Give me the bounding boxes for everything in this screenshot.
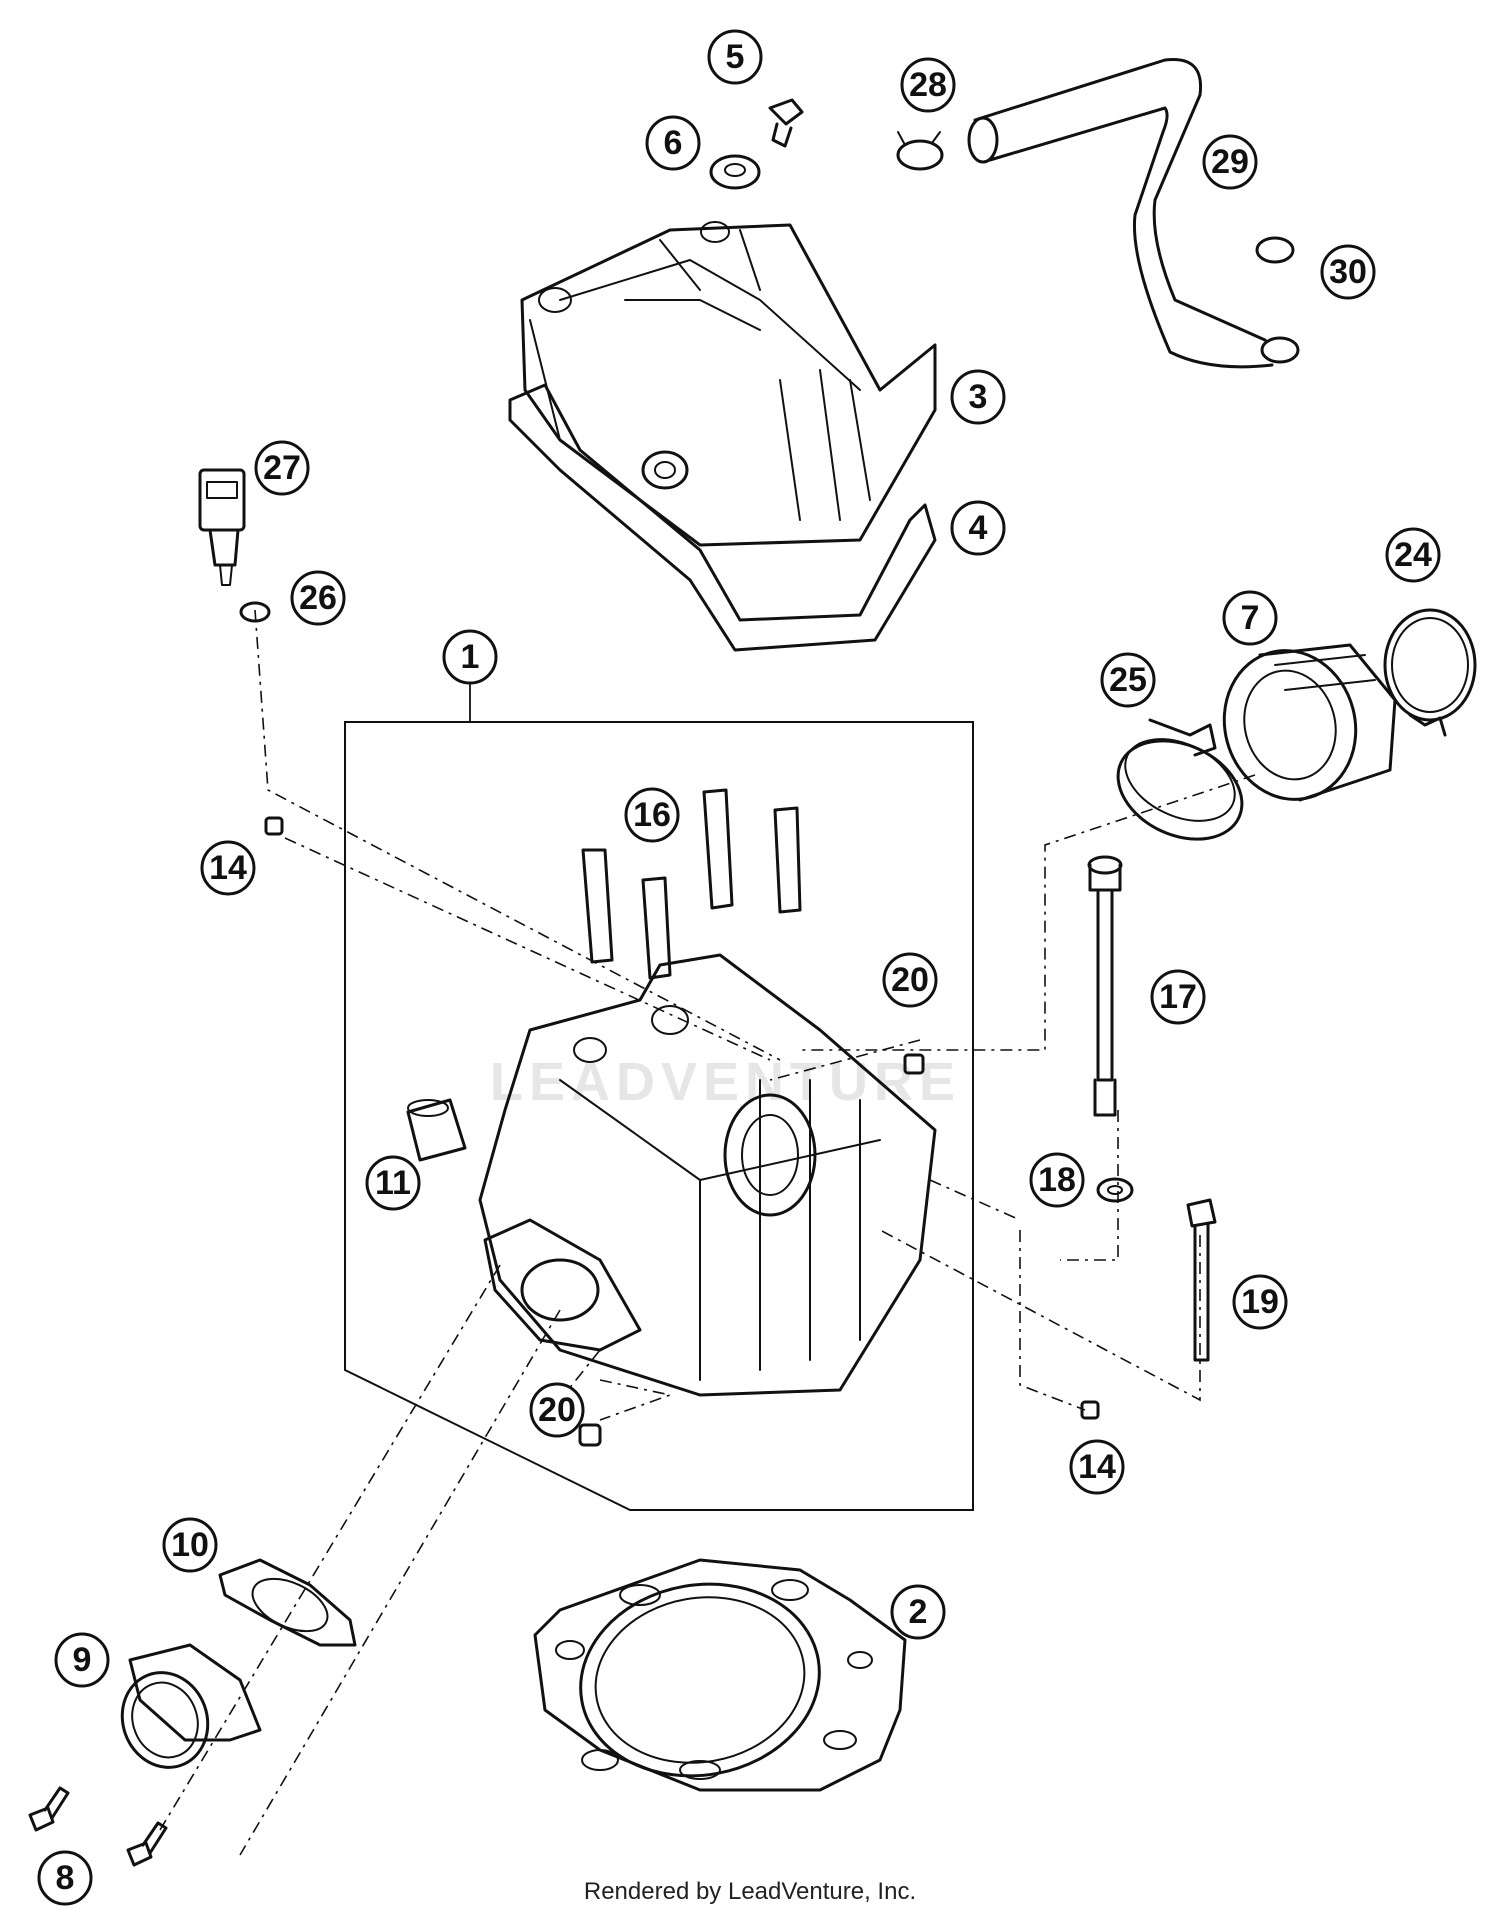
svg-text:18: 18	[1038, 1161, 1076, 1199]
callout-25[interactable]: 25	[1100, 652, 1156, 708]
svg-text:20: 20	[538, 1391, 576, 1429]
part-20-plug-lower	[578, 1423, 602, 1447]
callout-9[interactable]: 9	[54, 1632, 110, 1688]
part-6-seal-washer	[709, 154, 761, 190]
svg-text:9: 9	[73, 1641, 92, 1679]
part-14-plug-upper	[264, 816, 284, 836]
part-5-bolt	[768, 98, 804, 148]
watermark-text: LEADVENTURE	[490, 1052, 961, 1112]
callout-2[interactable]: 2	[890, 1584, 946, 1640]
callout-1[interactable]: 1	[442, 629, 498, 685]
svg-text:7: 7	[1241, 599, 1260, 637]
svg-text:24: 24	[1394, 536, 1432, 574]
svg-text:19: 19	[1241, 1283, 1279, 1321]
callout-5[interactable]: 5	[707, 29, 763, 85]
svg-text:17: 17	[1159, 978, 1197, 1016]
callout-29[interactable]: 29	[1202, 134, 1258, 190]
part-1-cylinder-head	[478, 953, 937, 1397]
svg-text:11: 11	[375, 1164, 411, 1202]
part-20-plug-upper	[903, 1053, 925, 1075]
svg-text:26: 26	[299, 579, 337, 617]
part-4-valve-cover-gasket	[508, 383, 937, 652]
callout-28[interactable]: 28	[900, 57, 956, 113]
callout-19[interactable]: 19	[1232, 1274, 1288, 1330]
part-28-hose-clamp	[896, 131, 944, 171]
callout-20-lower[interactable]: 20	[529, 1382, 585, 1438]
group-frame	[344, 721, 974, 1511]
callout-7[interactable]: 7	[1222, 590, 1278, 646]
svg-text:4: 4	[969, 509, 988, 547]
svg-text:1: 1	[461, 638, 480, 676]
svg-text:14: 14	[209, 849, 247, 887]
svg-text:10: 10	[171, 1526, 209, 1564]
callout-16[interactable]: 16	[624, 787, 680, 843]
svg-text:5: 5	[726, 38, 745, 76]
callout-3[interactable]: 3	[950, 369, 1006, 425]
callout-4[interactable]: 4	[950, 500, 1006, 556]
leader-lines	[159, 609, 1256, 1856]
svg-text:20: 20	[891, 961, 929, 999]
part-26-o-ring	[239, 601, 271, 623]
part-9-intake-pipe	[120, 1643, 262, 1769]
svg-text:29: 29	[1211, 143, 1249, 181]
svg-text:28: 28	[909, 66, 947, 104]
part-29-breather-hose	[967, 57, 1300, 369]
svg-text:2: 2	[909, 1593, 928, 1631]
part-8-bolts	[28, 1786, 168, 1867]
part-16-valve-guides	[581, 788, 802, 980]
part-17-stud-bolt	[1087, 855, 1123, 1117]
part-10-intake-gasket	[218, 1558, 357, 1647]
part-11-sleeve	[406, 1098, 467, 1162]
callout-17[interactable]: 17	[1150, 969, 1206, 1025]
callout-8[interactable]: 8	[37, 1850, 93, 1906]
part-25-hose-clamp	[1116, 718, 1244, 841]
callout-11[interactable]: 11	[365, 1155, 421, 1211]
footer-credit: Rendered by LeadVenture, Inc.	[583, 1878, 917, 1905]
part-2-head-gasket	[533, 1558, 907, 1792]
callout-27[interactable]: 27	[254, 440, 310, 496]
part-30-hose-clamp	[1255, 236, 1295, 264]
svg-text:8: 8	[56, 1859, 75, 1897]
part-24-hose-clamp	[1383, 608, 1477, 737]
callout-30[interactable]: 30	[1320, 244, 1376, 300]
svg-text:6: 6	[664, 124, 683, 162]
callout-14-upper[interactable]: 14	[200, 840, 256, 896]
callout-10[interactable]: 10	[162, 1517, 218, 1573]
svg-text:14: 14	[1078, 1448, 1116, 1486]
svg-text:27: 27	[263, 449, 301, 487]
callout-20-upper[interactable]: 20	[882, 952, 938, 1008]
part-27-temperature-sensor	[198, 468, 246, 586]
part-14-plug-lower	[1080, 1400, 1100, 1420]
svg-text:16: 16	[633, 796, 671, 834]
callout-18[interactable]: 18	[1029, 1152, 1085, 1208]
callout-14-lower[interactable]: 14	[1069, 1439, 1125, 1495]
svg-text:3: 3	[969, 378, 988, 416]
part-19-bolt	[1186, 1198, 1217, 1362]
svg-text:30: 30	[1329, 253, 1367, 291]
part-3-valve-cover	[520, 221, 937, 547]
part-7-intake-flange	[1222, 643, 1397, 802]
callout-24[interactable]: 24	[1385, 527, 1441, 583]
callout-26[interactable]: 26	[290, 570, 346, 626]
svg-text:25: 25	[1109, 661, 1147, 699]
part-18-washer	[1096, 1177, 1134, 1203]
callout-6[interactable]: 6	[645, 115, 701, 171]
